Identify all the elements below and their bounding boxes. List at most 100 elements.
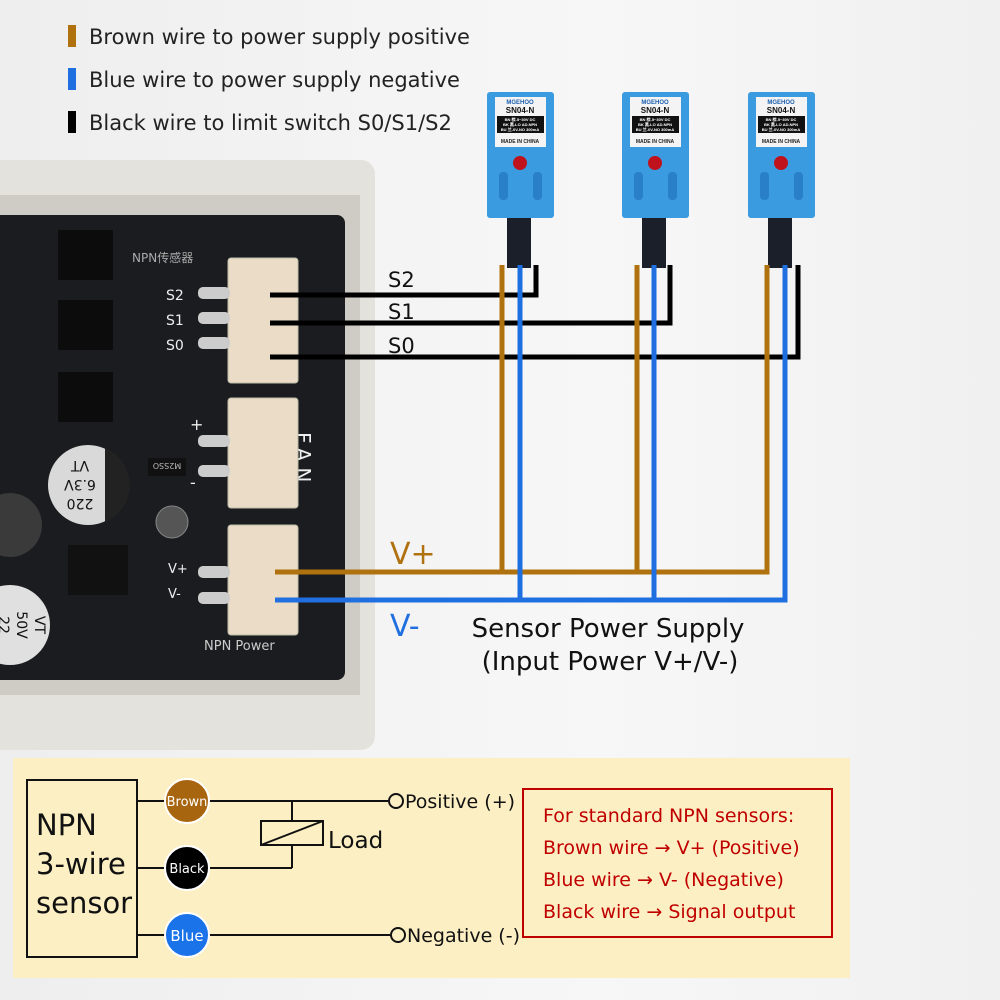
- fan-minus: -: [190, 473, 196, 492]
- indicator-led: [513, 156, 527, 170]
- fan-plus: +: [190, 415, 203, 434]
- wire-s0: [270, 265, 801, 360]
- wire-s1: [270, 265, 673, 326]
- cap1-marking: 220 6.3V VT: [64, 457, 96, 511]
- cap1-series: VT: [70, 457, 89, 473]
- legend-black: Black wire to limit switch S0/S1/S2: [89, 111, 452, 135]
- header-label: NPN传感器: [132, 250, 193, 265]
- black-swatch: [68, 111, 76, 133]
- sensor-spec: BU 兰-0V-NO 300mA: [762, 126, 801, 132]
- black-wire-dot: [164, 845, 210, 891]
- sensor-cable: [768, 218, 792, 268]
- note-line: Brown wire → V+ (Positive): [543, 837, 800, 859]
- note-line: Black wire → Signal output: [543, 901, 795, 923]
- sensor-brand: MGEHOO: [506, 100, 534, 106]
- pin-vplus: V+: [168, 562, 188, 577]
- sensor-spec: BK 黑-LO AD.NPN: [503, 121, 537, 127]
- sensor-spec: BU 兰-0V-NO 300mA: [501, 126, 540, 132]
- indicator-led: [648, 156, 662, 170]
- load-symbol: [260, 820, 324, 846]
- label-s1: S1: [388, 300, 415, 324]
- ic-chip: [68, 545, 128, 595]
- sensor-box-line3: sensor: [36, 886, 132, 920]
- wire-vplus: [275, 265, 770, 575]
- capacitor: [0, 585, 50, 665]
- sensor-spec: BN 棕-5~30V DC: [505, 116, 536, 122]
- note-line: For standard NPN sensors:: [543, 805, 794, 827]
- black-label: Black: [169, 862, 205, 877]
- sensor-model: SN04-N: [767, 106, 796, 115]
- legend: Brown wire to power supply positive Blue…: [68, 25, 470, 135]
- sensor-spec: BN 棕-5~30V DC: [640, 116, 671, 122]
- transistor-marking: M2SSO: [153, 461, 181, 470]
- pin-s2: S2: [166, 288, 184, 304]
- sensor-box-line1: NPN: [36, 808, 97, 842]
- wire-s2: [270, 265, 539, 298]
- note-line: Blue wire → V- (Negative): [543, 869, 784, 891]
- positive-terminal: [388, 793, 404, 809]
- sensor-origin: MADE IN CHINA: [501, 139, 540, 145]
- mount-hole: [155, 505, 189, 539]
- label-s0: S0: [388, 334, 415, 358]
- sensor-brand: MGEHOO: [641, 100, 669, 106]
- pin-vminus: V-: [168, 587, 181, 602]
- label-vplus: V+: [390, 537, 436, 572]
- label-s2: S2: [388, 268, 415, 292]
- blue-label: Blue: [170, 927, 203, 945]
- inductor: [0, 493, 42, 557]
- sensor-origin: MADE IN CHINA: [762, 139, 801, 145]
- pin-s0: S0: [166, 338, 184, 354]
- pin-s1: S1: [166, 313, 184, 329]
- sensor-brand: MGEHOO: [767, 100, 795, 106]
- positive-label: Positive (+): [405, 791, 515, 813]
- cap2-series: VT: [31, 616, 47, 635]
- ic-chip: [58, 230, 113, 280]
- indicator-led: [774, 156, 788, 170]
- load-label: Load: [328, 828, 383, 854]
- brown-label: Brown: [167, 795, 208, 810]
- sensor-box-line2: 3-wire: [36, 847, 126, 881]
- wire-vminus: [275, 265, 788, 603]
- power-label: NPN Power: [204, 639, 275, 654]
- supply-caption-line1: Sensor Power Supply: [472, 614, 745, 644]
- ic-chip: [58, 372, 113, 422]
- cap2-marking: VT 50V 22: [0, 611, 47, 639]
- sensor-spec: BK 黑-LO AD.NPN: [638, 121, 672, 127]
- wires: [270, 265, 801, 603]
- sensor-spec: BU 兰-0V-NO 300mA: [636, 126, 675, 132]
- legend-brown: Brown wire to power supply positive: [89, 25, 470, 49]
- cap1-value: 220: [67, 495, 94, 511]
- brown-swatch: [68, 25, 76, 47]
- negative-terminal: [390, 927, 406, 943]
- blue-swatch: [68, 68, 76, 90]
- legend-blue: Blue wire to power supply negative: [89, 68, 460, 92]
- sensor-cable: [642, 218, 666, 268]
- cap2-voltage: 50V: [13, 611, 29, 639]
- sensor-spec: BK 黑-LO AD.NPN: [764, 121, 798, 127]
- ic-chip: [58, 300, 113, 350]
- sensor-model: SN04-N: [506, 106, 535, 115]
- supply-caption-line2: (Input Power V+/V-): [482, 647, 739, 677]
- schematic-panel: NPN 3-wire sensor Brown Black Blue Load …: [13, 758, 850, 978]
- sensor-model: SN04-N: [641, 106, 670, 115]
- note-box: [522, 788, 833, 938]
- cap2-value: 22: [0, 616, 11, 634]
- transistor: [148, 458, 186, 476]
- power-connector[interactable]: [227, 524, 299, 636]
- brown-wire-dot: [164, 778, 210, 824]
- cap1-voltage: 6.3V: [64, 476, 96, 492]
- sensor-cable: [507, 218, 531, 268]
- sensor-origin: MADE IN CHINA: [636, 139, 675, 145]
- controller-board: 220 6.3V VT VT 50V 22 M2SSO NPN传感器 S2 S1…: [0, 160, 375, 750]
- sensor-spec: BN 棕-5~30V DC: [766, 116, 797, 122]
- blue-wire-dot: [164, 912, 210, 958]
- fan-connector[interactable]: [227, 397, 299, 509]
- negative-label: Negative (-): [407, 925, 520, 947]
- label-vminus: V-: [390, 609, 420, 644]
